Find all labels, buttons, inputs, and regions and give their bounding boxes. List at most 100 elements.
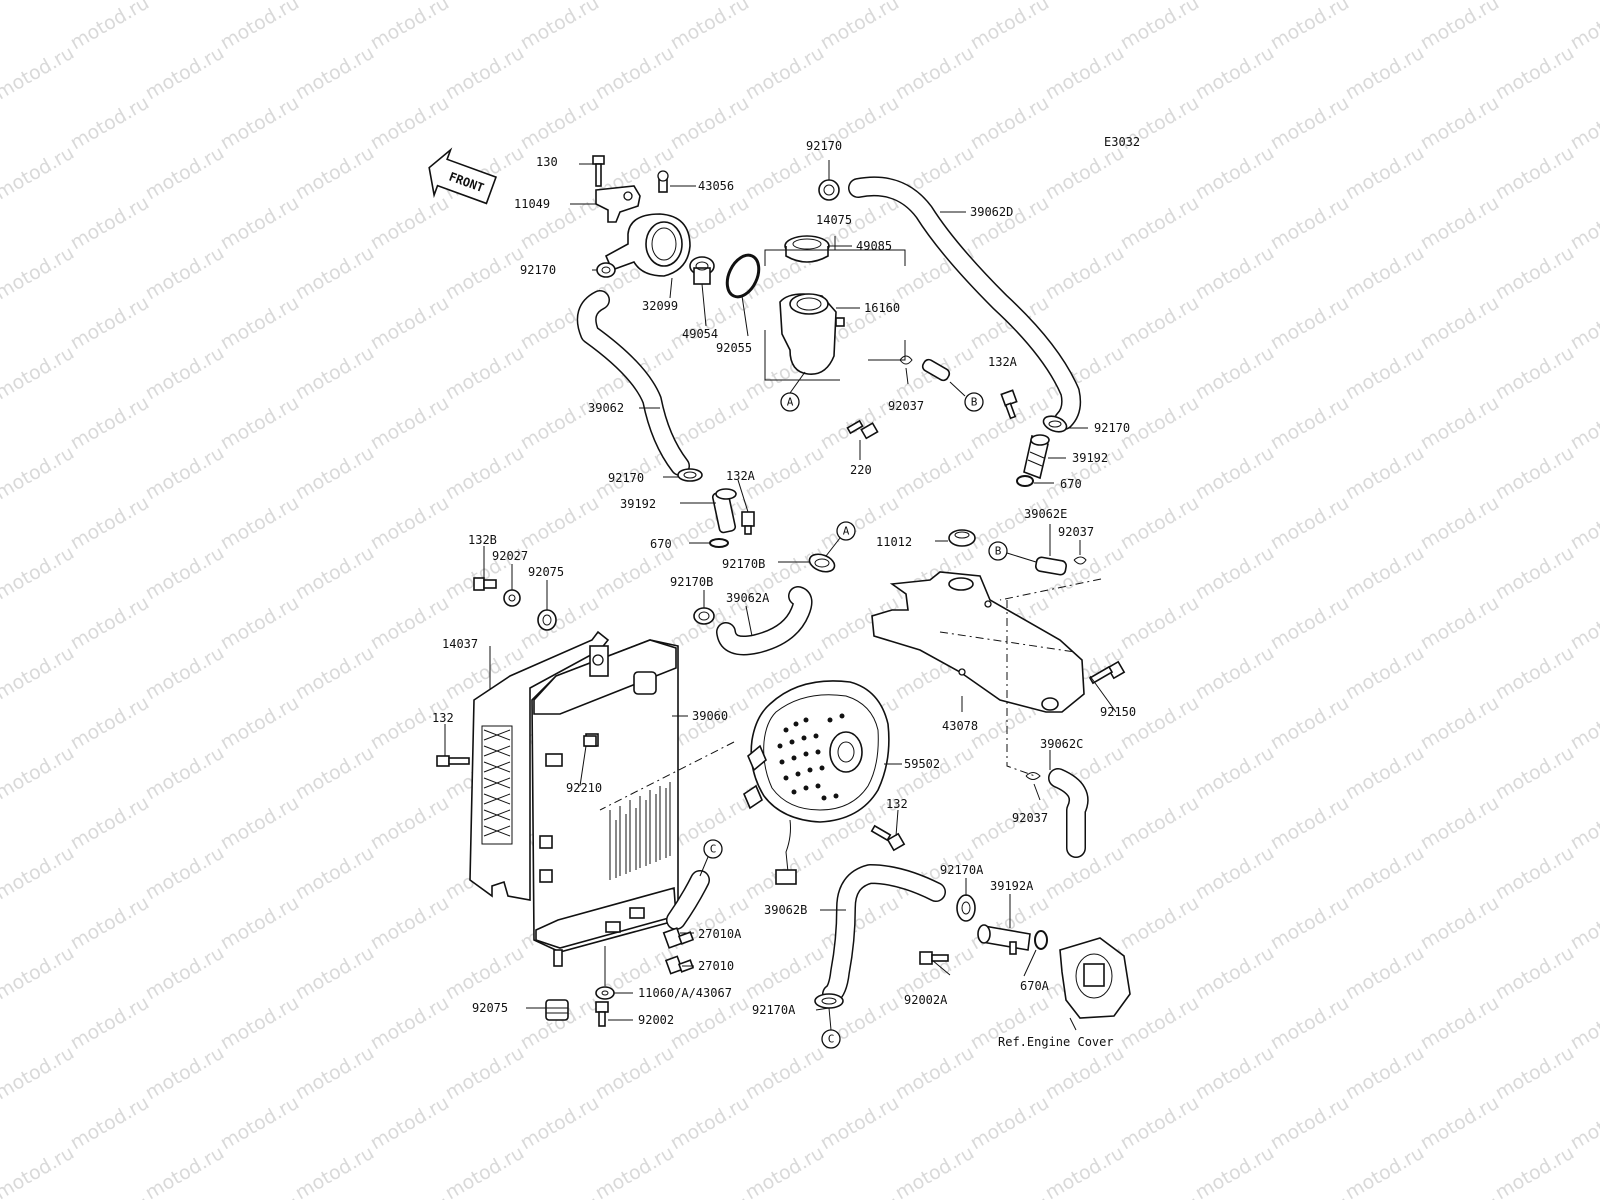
watermark-text: motod.ru: [0, 0, 78, 4]
bolt-132A-mid: [741, 511, 755, 535]
label-27010: 27010: [698, 959, 734, 973]
clamp-92170A-top: [956, 894, 976, 922]
watermark-text: motod.ru: [367, 792, 453, 855]
watermark-text: motod.ru: [142, 42, 228, 105]
watermark-text: motod.ru: [1417, 892, 1503, 955]
label-92027: 92027: [492, 549, 528, 563]
clamp-92170A-bot: [814, 993, 844, 1009]
watermark-text: motod.ru: [1417, 692, 1503, 755]
watermark-text: motod.ru: [1417, 992, 1503, 1055]
watermark-text: motod.ru: [1267, 92, 1353, 155]
clip-92037-mid: [899, 355, 913, 365]
watermark-text: motod.ru: [0, 642, 78, 705]
watermark-text: motod.ru: [217, 1192, 303, 1200]
label-39192A: 39192A: [990, 879, 1034, 893]
watermark-text: motod.ru: [142, 542, 228, 605]
label-92055: 92055: [716, 341, 752, 355]
watermark-text: motod.ru: [1342, 0, 1428, 4]
watermark-text: motod.ru: [142, 842, 228, 905]
watermark-text: motod.ru: [1492, 542, 1578, 605]
label-39062C: 39062C: [1040, 737, 1083, 751]
watermark-text: motod.ru: [967, 92, 1053, 155]
label-92037-low: 92037: [1012, 811, 1048, 825]
bolt-92002A: [919, 951, 949, 965]
clamp-92170-top: [818, 179, 840, 201]
watermark-text: motod.ru: [667, 1092, 753, 1155]
group-bracket-14075: [764, 236, 906, 381]
label-132A-mid: 132A: [726, 469, 756, 483]
clamp-92170-mid: [677, 468, 703, 482]
engine-cover-ref: [1059, 937, 1131, 1019]
watermark-text: motod.ru: [367, 0, 453, 54]
label-92170-mid: 92170: [608, 471, 644, 485]
bolt-130: [592, 155, 605, 187]
label-132-left: 132: [432, 711, 454, 725]
watermark-text: motod.ru: [1192, 142, 1278, 205]
watermark-text: motod.ru: [1417, 1192, 1503, 1200]
label-132-fan: 132: [886, 797, 908, 811]
watermark-text: motod.ru: [1192, 342, 1278, 405]
watermark-text: motod.ru: [442, 0, 528, 4]
label-92170B-b: 92170B: [670, 575, 713, 589]
watermark-text: motod.ru: [142, 942, 228, 1005]
watermark-text: motod.ru: [67, 1092, 153, 1155]
watermark-text: motod.ru: [1117, 1192, 1203, 1200]
connector-C-2: C: [821, 1029, 841, 1049]
ref-engine-cover-label: Ref.Engine Cover: [998, 1035, 1114, 1049]
label-14075: 14075: [816, 213, 852, 227]
watermark-text: motod.ru: [1567, 1192, 1600, 1200]
watermark-text: motod.ru: [0, 742, 78, 805]
watermark-text: motod.ru: [1492, 1142, 1578, 1200]
watermark-text: motod.ru: [1117, 192, 1203, 255]
watermark-text: motod.ru: [1567, 792, 1600, 855]
oring-92055: [725, 253, 761, 299]
watermark-text: motod.ru: [442, 442, 528, 505]
clip-92037-right: [1073, 556, 1087, 565]
watermark-text: motod.ru: [142, 442, 228, 505]
watermark-text: motod.ru: [1342, 342, 1428, 405]
fan-59502: [743, 680, 890, 885]
watermark-text: motod.ru: [1417, 1092, 1503, 1155]
watermark-text: motod.ru: [1492, 42, 1578, 105]
fitting-39192A: [977, 924, 1031, 955]
collar-92027: [503, 589, 521, 607]
watermark-text: motod.ru: [367, 492, 453, 555]
watermark-text: motod.ru: [1492, 1042, 1578, 1105]
label-49085: 49085: [856, 239, 892, 253]
watermark-text: motod.ru: [742, 1142, 828, 1200]
watermark-text: motod.ru: [742, 942, 828, 1005]
watermark-text: motod.ru: [67, 992, 153, 1055]
label-92075-top: 92075: [528, 565, 564, 579]
watermark-text: motod.ru: [742, 1042, 828, 1105]
svg-text:A: A: [787, 396, 794, 409]
part-labels: 130 43056 11049 92170 39062D 14075 49085…: [432, 139, 1136, 1049]
watermark-text: motod.ru: [1567, 1092, 1600, 1155]
watermark-text: motod.ru: [1342, 1042, 1428, 1105]
watermark-text: motod.ru: [1417, 92, 1503, 155]
watermark-text: motod.ru: [67, 692, 153, 755]
grommet-92075-top: [537, 609, 557, 631]
watermark-text: motod.ru: [817, 892, 903, 955]
watermark-text: motod.ru: [1267, 692, 1353, 755]
housing-32099: [604, 213, 691, 277]
watermark-text: motod.ru: [1192, 42, 1278, 105]
watermark-text: motod.ru: [0, 0, 3, 54]
screw-43056: [657, 170, 669, 193]
watermark-text: motod.ru: [442, 1042, 528, 1105]
watermark-text: motod.ru: [292, 442, 378, 505]
watermark-text: motod.ru: [1192, 1042, 1278, 1105]
watermark-text: motod.ru: [1042, 1042, 1128, 1105]
watermark-text: motod.ru: [142, 1142, 228, 1200]
watermark-text: motod.ru: [142, 742, 228, 805]
watermark-text: motod.ru: [217, 892, 303, 955]
watermark-text: motod.ru: [1117, 792, 1203, 855]
connector-C-1: C: [703, 839, 723, 859]
watermark-text: motod.ru: [517, 492, 603, 555]
watermark-text: motod.ru: [517, 0, 603, 54]
diagram-code: E3032: [1104, 135, 1140, 149]
watermark-text: motod.ru: [967, 0, 1053, 54]
watermark-text: motod.ru: [1192, 742, 1278, 805]
svg-text:C: C: [828, 1033, 835, 1046]
watermark-text: motod.ru: [1267, 1092, 1353, 1155]
watermark-text: motod.ru: [0, 342, 78, 405]
